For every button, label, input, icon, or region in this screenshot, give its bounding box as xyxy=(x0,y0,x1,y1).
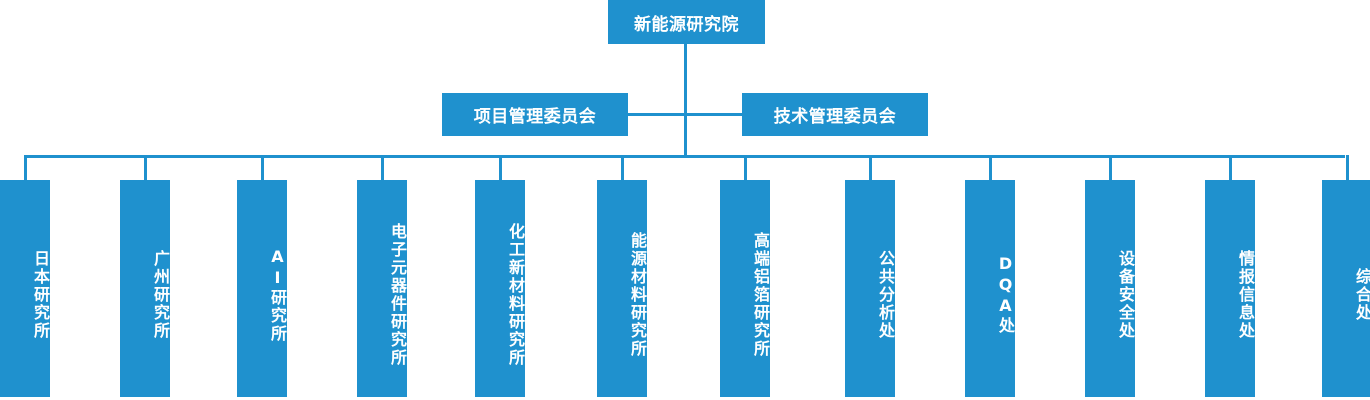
node-department-7[interactable]: 高端铝箔研究所 xyxy=(720,180,770,397)
connector-department-stem-12 xyxy=(1346,155,1349,180)
connector-department-stem-5 xyxy=(499,155,502,180)
node-committee-project-management[interactable]: 项目管理委员会 xyxy=(442,93,628,136)
node-department-2[interactable]: 广州研究所 xyxy=(120,180,170,397)
node-department-8[interactable]: 公共分析处 xyxy=(845,180,895,397)
connector-department-stem-7 xyxy=(744,155,747,180)
connector-committee-rail xyxy=(628,113,742,116)
connector-department-stem-6 xyxy=(621,155,624,180)
node-department-11[interactable]: 情报信息处 xyxy=(1205,180,1255,397)
connector-department-stem-9 xyxy=(989,155,992,180)
connector-department-stem-8 xyxy=(869,155,872,180)
node-department-10[interactable]: 设备安全处 xyxy=(1085,180,1135,397)
node-department-4[interactable]: 电子元器件研究所 xyxy=(357,180,407,397)
node-department-3[interactable]: AI研究所 xyxy=(237,180,287,397)
connector-department-stem-11 xyxy=(1229,155,1232,180)
connector-department-stem-4 xyxy=(381,155,384,180)
node-department-1[interactable]: 日本研究所 xyxy=(0,180,50,397)
node-department-6[interactable]: 能源材料研究所 xyxy=(597,180,647,397)
connector-department-stem-1 xyxy=(24,155,27,180)
connector-root-to-bus xyxy=(684,44,687,156)
connector-department-stem-3 xyxy=(261,155,264,180)
connector-department-bus xyxy=(25,155,1345,158)
node-department-9[interactable]: DQA处 xyxy=(965,180,1015,397)
node-committee-technical-management[interactable]: 技术管理委员会 xyxy=(742,93,928,136)
connector-department-stem-10 xyxy=(1109,155,1112,180)
connector-department-stem-2 xyxy=(144,155,147,180)
node-root[interactable]: 新能源研究院 xyxy=(608,0,765,44)
node-department-12[interactable]: 综合处 xyxy=(1322,180,1370,397)
node-department-5[interactable]: 化工新材料研究所 xyxy=(475,180,525,397)
